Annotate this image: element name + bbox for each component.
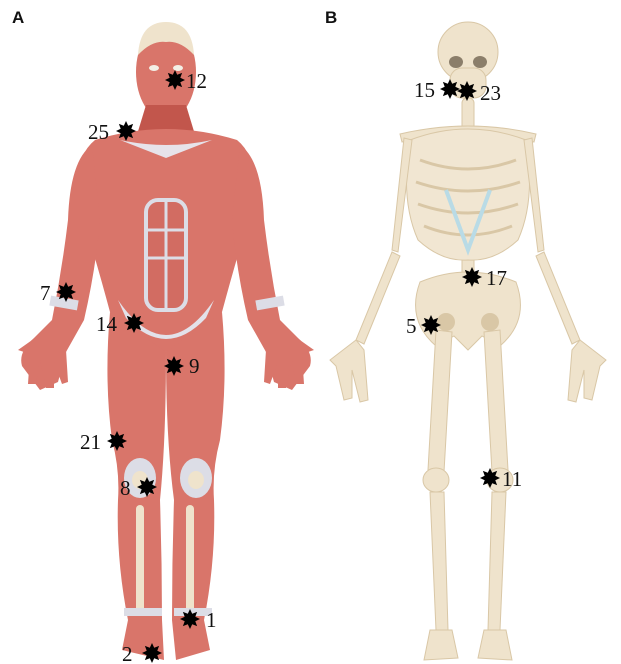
starburst-icon: [462, 267, 482, 287]
starburst-icon: [480, 468, 500, 488]
foot-bones-right: [478, 630, 512, 660]
starburst-icon: [142, 643, 162, 663]
starburst-icon: [56, 282, 76, 302]
marker-label: 1: [206, 608, 217, 632]
eye-right: [173, 65, 183, 71]
starburst-icon: [116, 121, 136, 141]
hand-bones-right: [568, 340, 606, 402]
starburst-icon: [421, 315, 441, 335]
muscle-figure: [18, 22, 314, 660]
marker-label: 11: [502, 467, 522, 491]
tibia-left: [430, 492, 448, 630]
marker-label: 8: [120, 476, 131, 500]
ankle-band-left: [124, 608, 162, 616]
starburst-icon: [440, 79, 460, 99]
patella-left: [423, 468, 449, 492]
marker-label: 15: [414, 78, 435, 102]
skeleton-figure: [330, 22, 606, 660]
marker-label: 7: [40, 281, 51, 305]
marker-label: 17: [486, 266, 507, 290]
starburst-icon: [107, 431, 127, 451]
marker-label: 23: [480, 81, 501, 105]
starburst-icon: [137, 477, 157, 497]
marker-label: 14: [96, 312, 118, 336]
marker-label: 21: [80, 430, 101, 454]
marker-label: 25: [88, 120, 109, 144]
forearm-left: [356, 252, 400, 344]
eye-left: [149, 65, 159, 71]
foot-bones-left: [424, 630, 458, 660]
starburst-icon: [457, 81, 477, 101]
starburst-icon: [124, 313, 144, 333]
rib-cage: [406, 129, 529, 260]
hand-bones-left: [330, 340, 368, 402]
tibia-right: [488, 492, 506, 630]
marker-label: 12: [186, 69, 207, 93]
marker-label: 9: [189, 354, 200, 378]
marker-label: 5: [406, 314, 417, 338]
marker-label: 2: [122, 642, 133, 664]
femur-left: [428, 330, 452, 472]
starburst-icon: [164, 356, 184, 376]
starburst-icon: [165, 70, 185, 90]
marker-11: 11: [480, 467, 522, 491]
femur-right: [484, 330, 508, 472]
forearm-right: [536, 252, 580, 344]
starburst-icon: [180, 609, 200, 629]
